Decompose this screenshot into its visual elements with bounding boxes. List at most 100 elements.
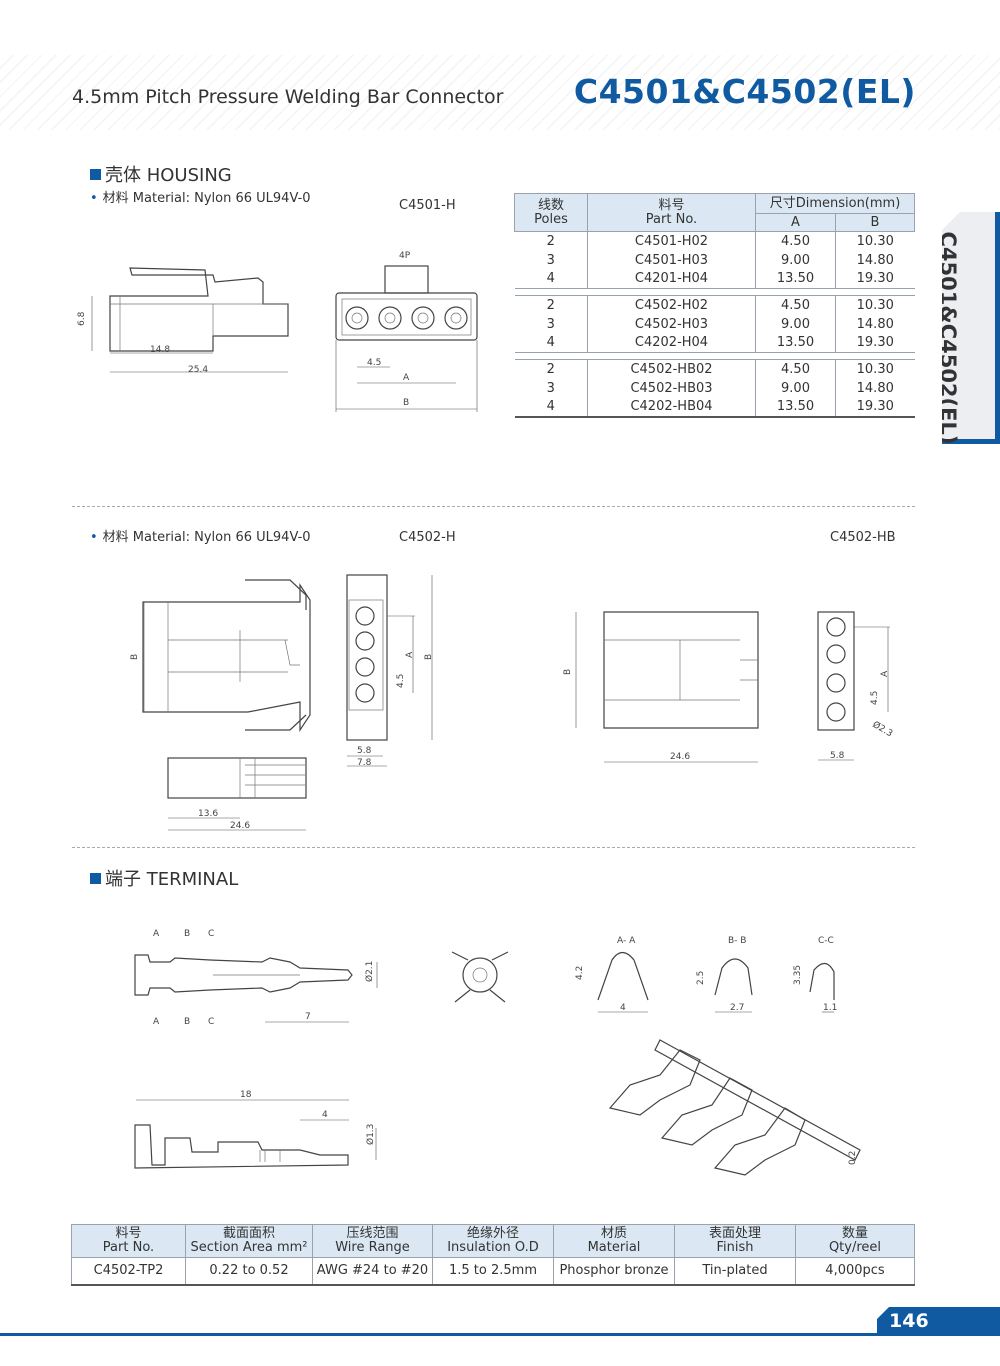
label-cc: C-C [818, 936, 834, 946]
side-tab: C4501&C4502(EL) [942, 212, 1000, 444]
header-band [0, 55, 1000, 130]
label-bb: B- B [728, 936, 746, 946]
footer-line [0, 1333, 1000, 1336]
c4501-h-side-view: 6.8 14.8 25.4 [77, 267, 289, 375]
c4502-h-bottom-view: 13.6 24.6 [167, 757, 307, 831]
dim-cc-w: 1.1 [823, 1003, 837, 1013]
c4502-hb-front-view: A 4.5 Ø2.3 5.8 [817, 611, 895, 761]
label-4p: 4P [399, 251, 411, 261]
dim-5-8-c4502hb: 5.8 [830, 751, 845, 761]
label-aa: A- A [617, 936, 636, 946]
dim-24-6-c4502hb: 24.6 [670, 752, 690, 762]
col-finish: 表面处理 Finish [674, 1224, 796, 1258]
table-spacer [514, 288, 915, 296]
sec-b-top: B [184, 929, 190, 939]
model-c4502-hb: C4502-HB [830, 530, 896, 545]
terminal-reel-strip: 0.2 [608, 1039, 861, 1176]
model-c4501-h: C4501-H [399, 198, 456, 213]
col-material: 材质 Material [553, 1224, 675, 1258]
dim-a: A [403, 373, 410, 383]
terminal-side-view: 18 4 Ø1.3 [134, 1090, 377, 1169]
terminal-section-label: 端子 TERMINAL [105, 869, 239, 890]
dim-6-8: 6.8 [77, 311, 87, 326]
section-marker-icon [90, 168, 101, 180]
terminal-section-title: 端子 TERMINAL [90, 865, 238, 891]
col-a: A [754, 213, 837, 232]
table-spacer [514, 352, 915, 360]
page-subtitle: 4.5mm Pitch Pressure Welding Bar Connect… [72, 86, 504, 108]
dim-aa-w: 4 [620, 1003, 626, 1013]
terminal-end-view [451, 951, 509, 1003]
col-poles: 线数 Poles [514, 193, 588, 232]
dim-18: 18 [240, 1090, 252, 1100]
c4502-hb-side-view: B 24.6 [563, 611, 759, 763]
dim-dia-2-3: Ø2.3 [871, 719, 895, 739]
c4502-h-front-view: A B 4.5 5.8 7.8 [346, 574, 434, 768]
dim-5-8-c4502h: 5.8 [357, 746, 372, 756]
section-marker-icon [90, 872, 101, 884]
housing-section-label: 壳体 HOUSING [105, 165, 232, 186]
dim-b2-c4502h: B [424, 654, 434, 660]
dim-4-5: 4.5 [367, 358, 381, 368]
dim-0-2: 0.2 [848, 1151, 858, 1165]
col-wire-range: 压线范围 Wire Range [312, 1224, 433, 1258]
dim-25-4: 25.4 [188, 365, 208, 375]
dim-bb-w: 2.7 [730, 1003, 744, 1013]
sec-a-top: A [153, 929, 160, 939]
dim-b-c4502h: B [130, 654, 140, 660]
dim-aa-h: 4.2 [575, 966, 585, 980]
dim-pitch-c4502hb: 4.5 [870, 691, 880, 705]
col-part-no: 料号 Part No. [587, 193, 756, 232]
dim-cc-h: 3.35 [793, 965, 803, 985]
dim-14-8: 14.8 [150, 345, 170, 355]
col-dimension: 尺寸Dimension(mm) [755, 193, 915, 214]
table-row: C4502-TP2 0.22 to 0.52 AWG #24 to #20 1.… [71, 1257, 915, 1286]
housing-material-2: 材料 Material: Nylon 66 UL94V-0 [90, 526, 311, 545]
dim-b: B [403, 398, 409, 408]
dim-4: 4 [322, 1110, 328, 1120]
col-section-area: 截面面积 Section Area mm² [185, 1224, 313, 1258]
page-number-badge: 146 [877, 1307, 1000, 1335]
dim-dia-2-1: Ø2.1 [364, 961, 375, 982]
dim-dia-1-3: Ø1.3 [365, 1124, 376, 1145]
col-qty: 数量 Qty/reel [795, 1224, 915, 1258]
terminal-top-view: A B C A B C Ø2.1 7 [134, 929, 378, 1027]
housing-section-title: 壳体 HOUSING [90, 161, 232, 187]
dim-bb-h: 2.5 [696, 971, 706, 985]
divider-1 [72, 506, 915, 507]
dim-pitch-c4502h: 4.5 [396, 674, 406, 688]
dim-7-8-c4502h: 7.8 [357, 758, 372, 768]
dim-b-c4502hb: B [563, 669, 573, 675]
housing-material-1: 材料 Material: Nylon 66 UL94V-0 [90, 187, 311, 206]
terminal-sections: A- A 4 4.2 B- B 2.7 2.5 C-C 1.1 3.35 [575, 936, 837, 1013]
sec-b-bottom: B [184, 1017, 190, 1027]
col-insulation: 绝缘外径 Insulation O.D [432, 1224, 554, 1258]
model-c4502-h: C4502-H [399, 530, 456, 545]
terminal-spec-table: 料号 Part No. 截面面积 Section Area mm² 压线范围 W… [71, 1224, 915, 1286]
col-b: B [835, 213, 915, 232]
dim-7: 7 [305, 1012, 311, 1022]
sec-c-bottom: C [208, 1017, 214, 1027]
col-part-no: 料号 Part No. [71, 1224, 186, 1258]
page-number: 146 [889, 1310, 929, 1332]
dim-a-c4502h: A [405, 651, 415, 658]
c4502-h-side-view: B [130, 579, 311, 732]
dimension-table: 线数 Poles 料号 Part No. 尺寸Dimension(mm) A B… [514, 193, 915, 418]
sec-c-top: C [208, 929, 214, 939]
dim-13-6: 13.6 [198, 809, 218, 819]
dim-24-6-c4502h: 24.6 [230, 821, 250, 831]
c4501-h-front-view: 4P 4.5 A B [335, 251, 478, 412]
divider-2 [72, 847, 915, 848]
sec-a-bottom: A [153, 1017, 160, 1027]
page-title: C4501&C4502(EL) [573, 72, 916, 111]
